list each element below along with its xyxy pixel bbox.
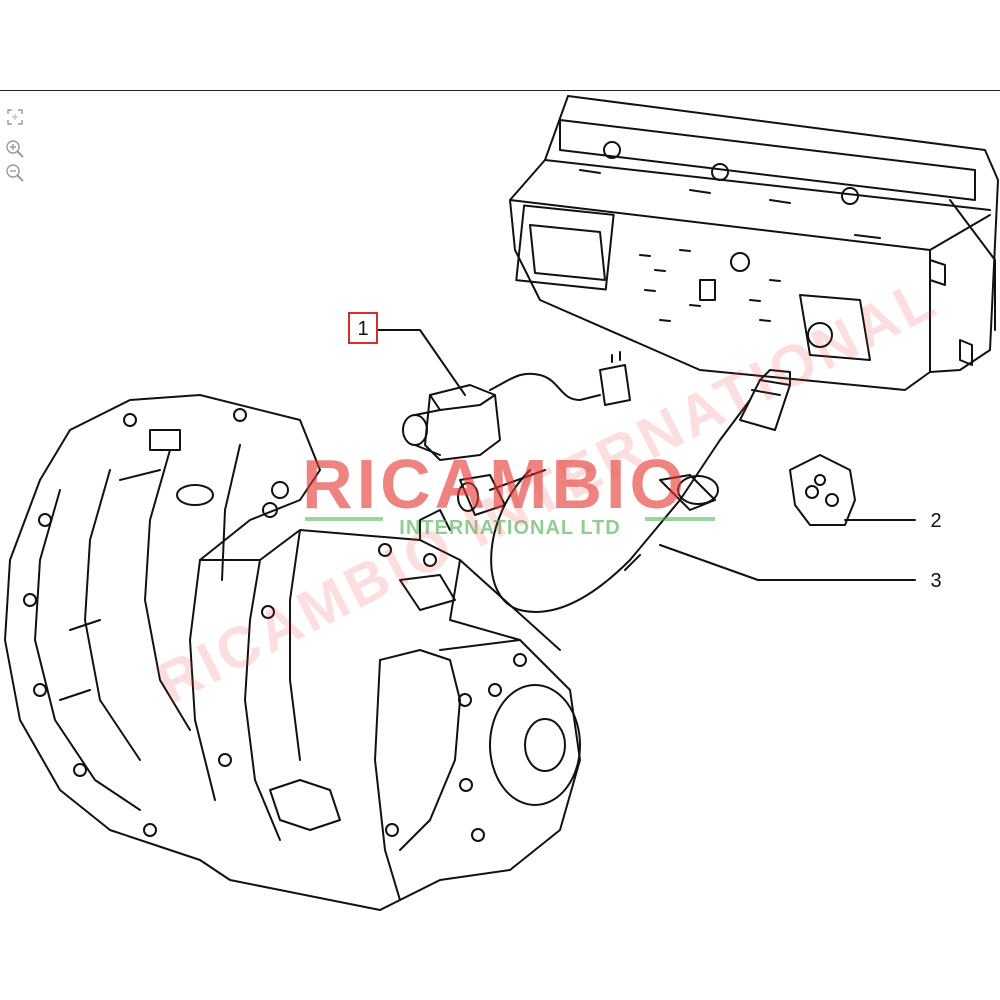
leader-line-3: [659, 544, 916, 581]
callout-1-box: [348, 312, 378, 344]
watermark-subtitle: INTERNATIONAL LTD: [399, 517, 620, 539]
zoom-in-icon: [6, 140, 24, 158]
callout-1[interactable]: 1: [357, 318, 368, 340]
zoom-out-icon: [6, 164, 24, 182]
fit-screen-icon: [7, 109, 23, 125]
callout-3[interactable]: 3: [930, 570, 941, 592]
watermark-bar-right: [645, 517, 715, 521]
watermark-brand: RICAMBIO: [302, 445, 688, 523]
part-1-speed-sensor: [402, 351, 631, 461]
zoom-out-button[interactable]: [4, 162, 26, 184]
watermark-bar-left: [305, 517, 383, 521]
part-2-grommet: [789, 454, 856, 526]
instrument-cluster: [509, 95, 999, 391]
leader-line-1: [377, 329, 466, 396]
fit-screen-button[interactable]: [4, 106, 26, 128]
header-divider: [0, 90, 1000, 91]
gearbox-housing: [4, 394, 321, 861]
watermark-diagonal: RICAMBIO INTERNATIONAL: [146, 265, 948, 716]
callout-2[interactable]: 2: [930, 510, 941, 532]
zoom-in-button[interactable]: [4, 138, 26, 160]
gearbox-body: [189, 502, 581, 911]
watermark: RICAMBIO INTERNATIONAL LTD RICAMBIO INTE…: [146, 265, 948, 716]
